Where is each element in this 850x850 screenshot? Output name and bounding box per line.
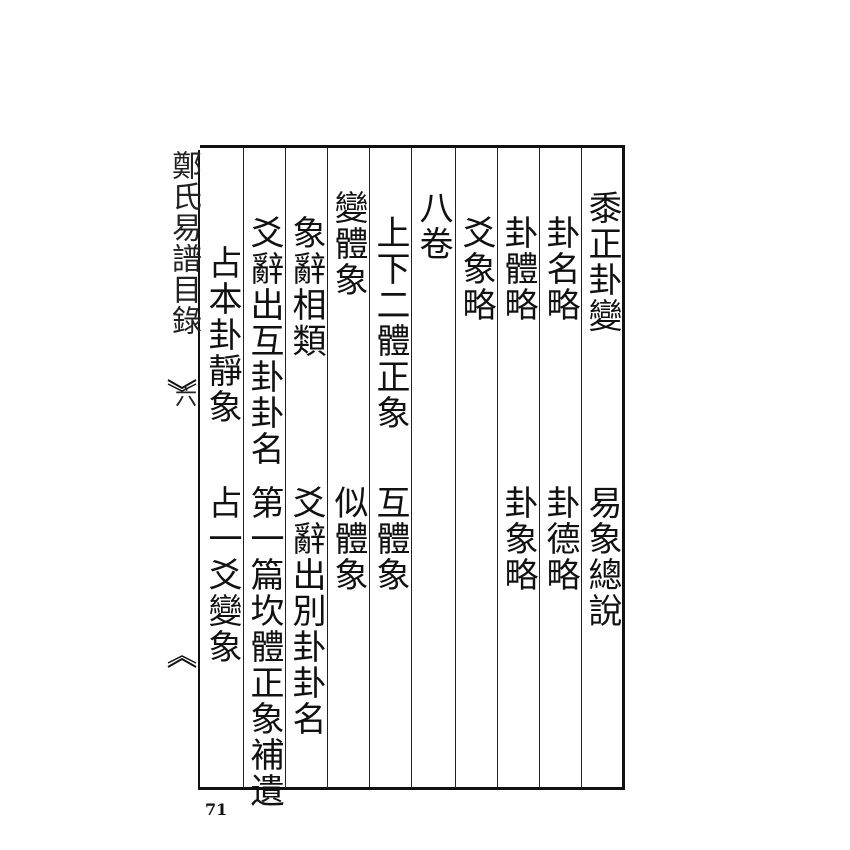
column-rule: [455, 148, 456, 788]
column-1-top: 黍正卦變: [582, 190, 622, 334]
fish-tail-mark-upper: [167, 379, 197, 392]
column-rule: [285, 148, 286, 788]
column-rule: [243, 148, 244, 788]
column-rule: [327, 148, 328, 788]
fish-tail-mark-lower: [167, 655, 197, 668]
column-10-top: 占本卦靜象: [202, 245, 242, 425]
column-rule: [411, 148, 412, 788]
column-rule: [497, 148, 498, 788]
column-9-top: 爻辭出互卦卦名: [244, 215, 284, 467]
column-rule: [539, 148, 540, 788]
column-6-top: 上下二體正象: [370, 215, 410, 431]
column-6-bottom: 互體象: [370, 485, 410, 593]
column-2-bottom: 卦德略: [540, 485, 580, 593]
spine-volume-number: 六: [171, 385, 196, 407]
column-rule: [369, 148, 370, 788]
column-1-bottom: 易象總說: [582, 485, 622, 629]
column-10-bottom: 占一爻變象: [202, 485, 242, 665]
column-9-bottom: 第一篇坎體正象補遺: [244, 485, 284, 809]
spine-title: 鄭氏易譜目錄: [166, 150, 201, 336]
column-7-top: 變體象: [328, 190, 368, 298]
page-spine-margin: [164, 150, 200, 790]
column-5-top: 八卷: [413, 190, 453, 262]
column-3-bottom: 卦象略: [498, 485, 538, 593]
column-8-top: 象辭相類: [286, 215, 326, 359]
text-frame: [200, 145, 625, 790]
column-rule: [581, 148, 582, 788]
column-8-bottom: 爻辭出別卦卦名: [286, 485, 326, 737]
column-3-top: 卦體略: [498, 215, 538, 323]
column-7-bottom: 似體象: [328, 485, 368, 593]
column-2-top: 卦名略: [540, 215, 580, 323]
page-number: 71: [205, 800, 228, 819]
column-4-top: 爻象略: [456, 215, 496, 323]
